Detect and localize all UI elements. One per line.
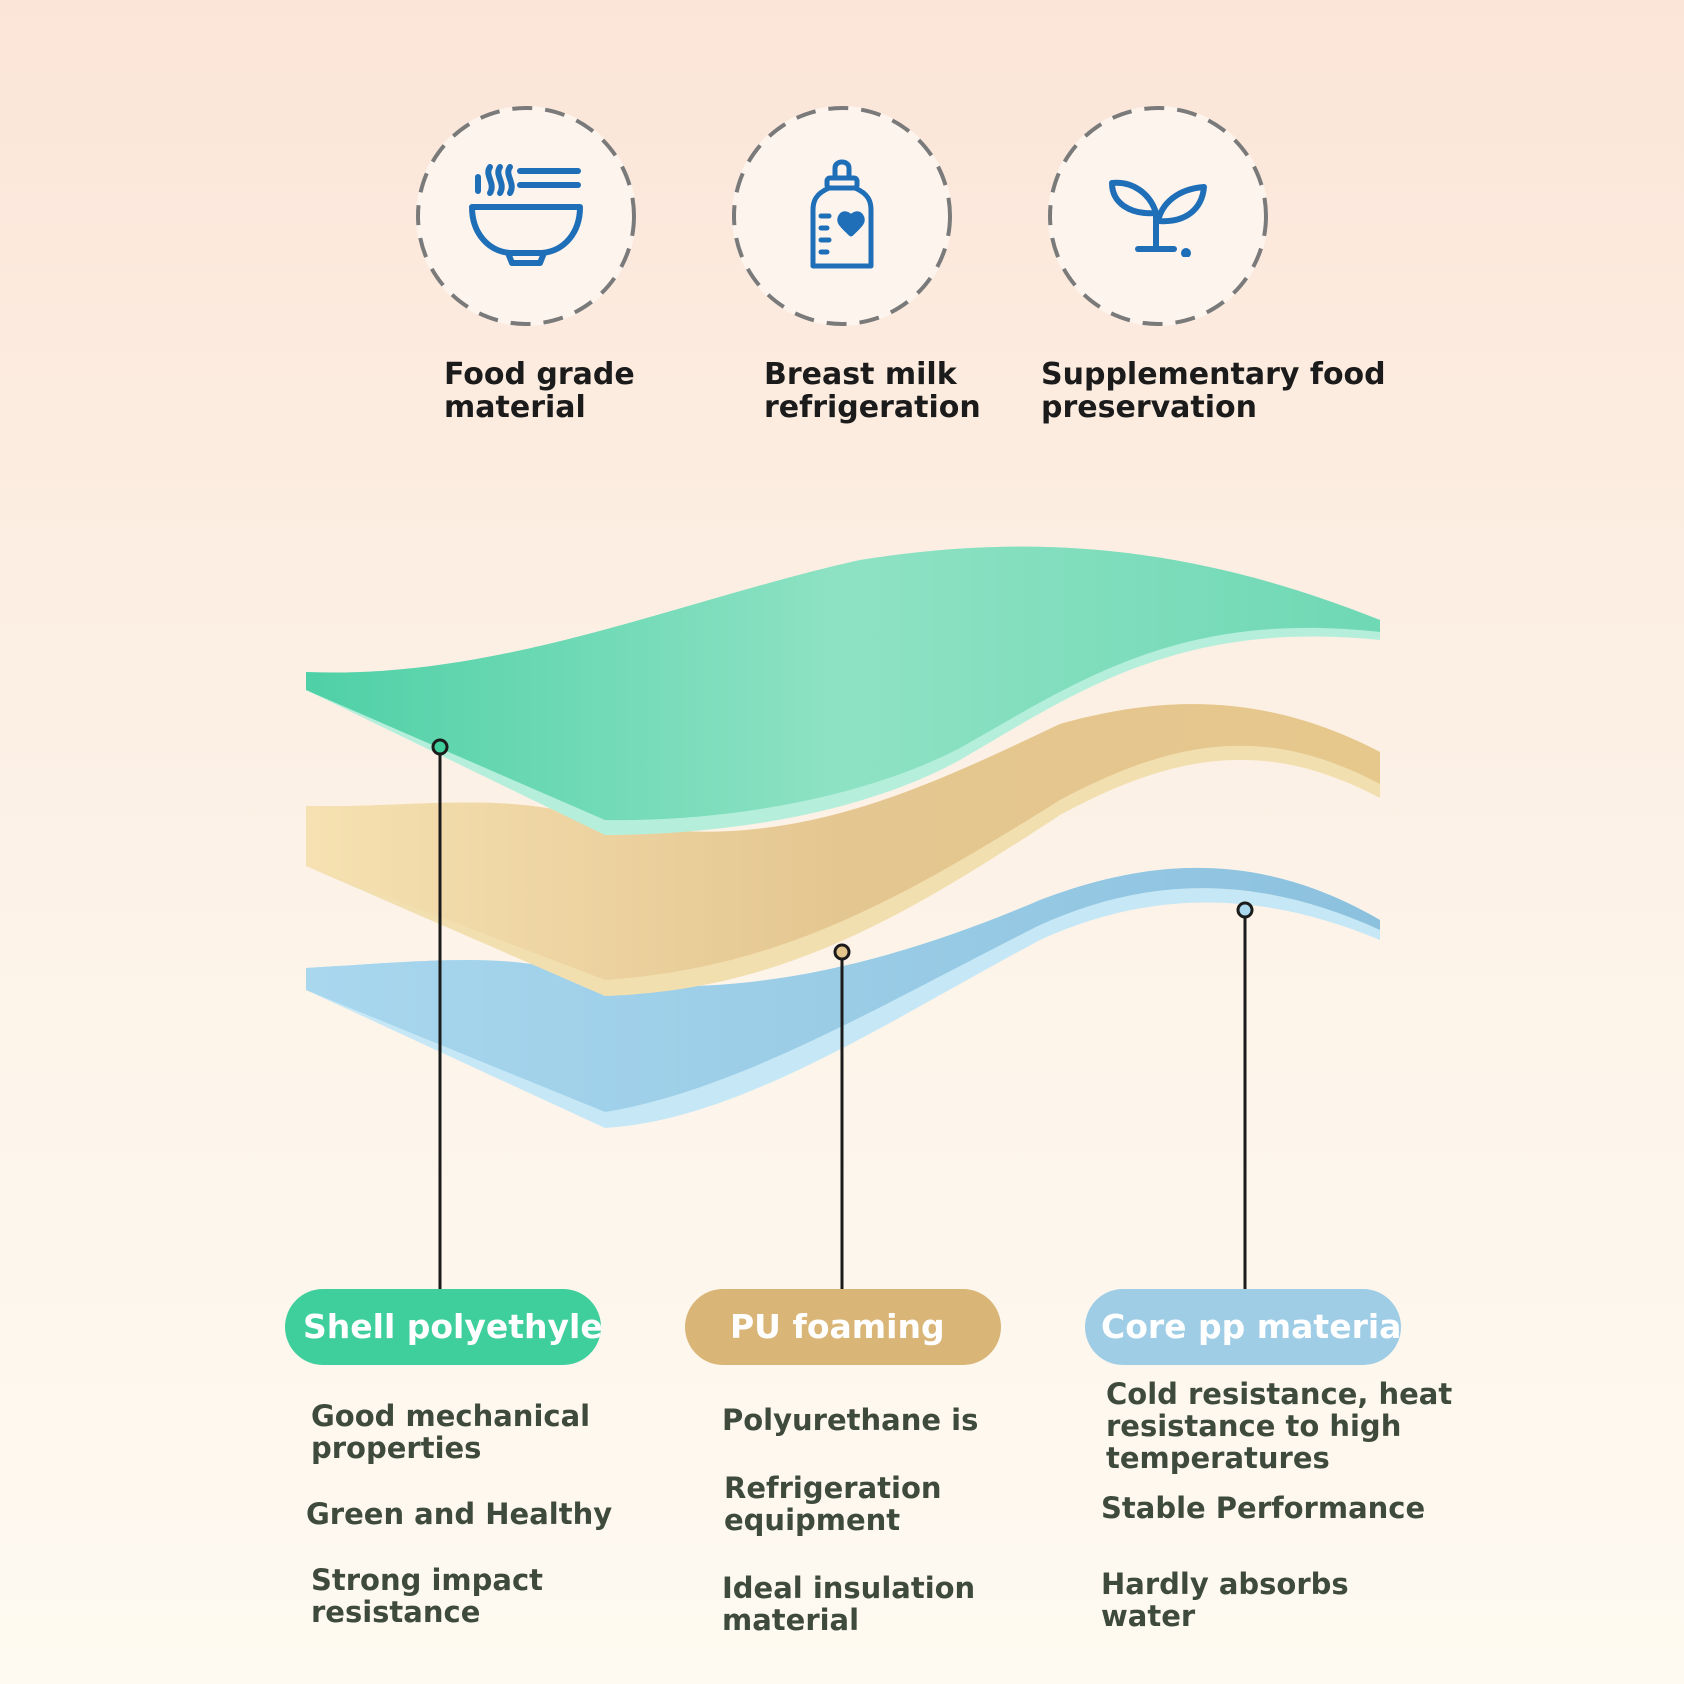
- food-grade-label: Food grade material: [444, 357, 635, 425]
- food-grade-badge: [416, 106, 636, 326]
- shell-polyethylene-layer: [306, 546, 1380, 835]
- breast-milk-badge: [732, 106, 952, 326]
- sprout-icon: [1106, 171, 1210, 261]
- shell-desc-2: Green and Healthy: [306, 1497, 613, 1531]
- dashed-ring: [416, 106, 636, 326]
- connector-pu: [833, 943, 851, 1289]
- pu-desc-1: Polyurethane is: [722, 1403, 979, 1437]
- core-desc-3: Hardly absorbs water: [1101, 1567, 1349, 1633]
- shell-desc-3: Strong impact resistance: [311, 1563, 544, 1629]
- supplementary-food-label: Supplementary food preservation: [1041, 357, 1386, 425]
- core-desc-1: Cold resistance, heat resistance to high…: [1106, 1377, 1453, 1475]
- core-pp-pill: Core pp material: [1085, 1289, 1401, 1365]
- connector-core: [1236, 901, 1254, 1289]
- pu-desc-3: Ideal insulation material: [722, 1571, 976, 1637]
- baby-bottle-icon: [807, 154, 877, 278]
- connector-shell: [431, 738, 449, 1289]
- pu-desc-2: Refrigeration equipment: [724, 1471, 942, 1537]
- supplementary-food-badge: [1048, 106, 1268, 326]
- dashed-ring: [1048, 106, 1268, 326]
- core-desc-2: Stable Performance: [1101, 1491, 1426, 1525]
- breast-milk-label: Breast milk refrigeration: [764, 357, 981, 425]
- pu-foaming-pill: PU foaming: [685, 1289, 1001, 1365]
- dashed-ring: [732, 106, 952, 326]
- bowl-icon: [468, 161, 584, 271]
- pu-foaming-layer: [306, 704, 1380, 996]
- shell-desc-1: Good mechanical properties: [311, 1399, 591, 1465]
- shell-polyethylene-pill: Shell polyethylene: [285, 1289, 601, 1365]
